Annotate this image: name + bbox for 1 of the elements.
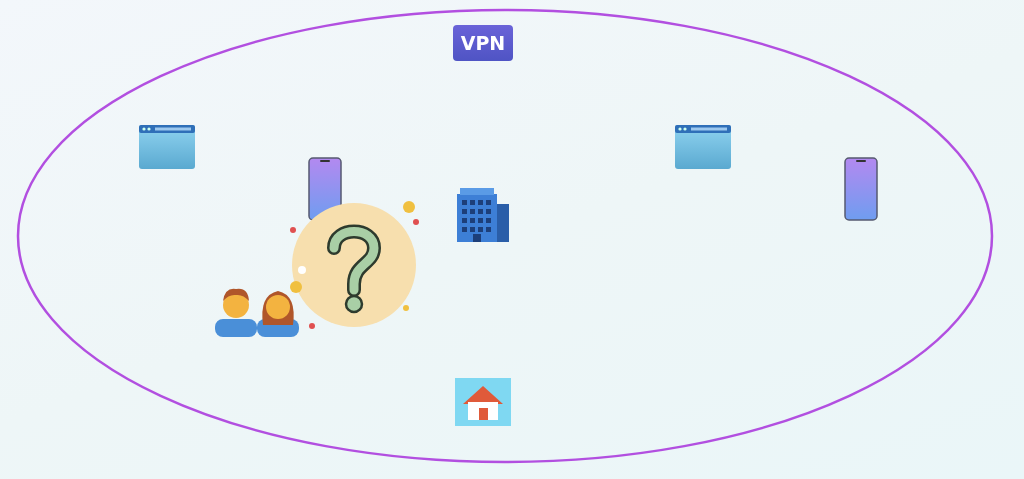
vpn-badge: VPN xyxy=(453,25,513,61)
